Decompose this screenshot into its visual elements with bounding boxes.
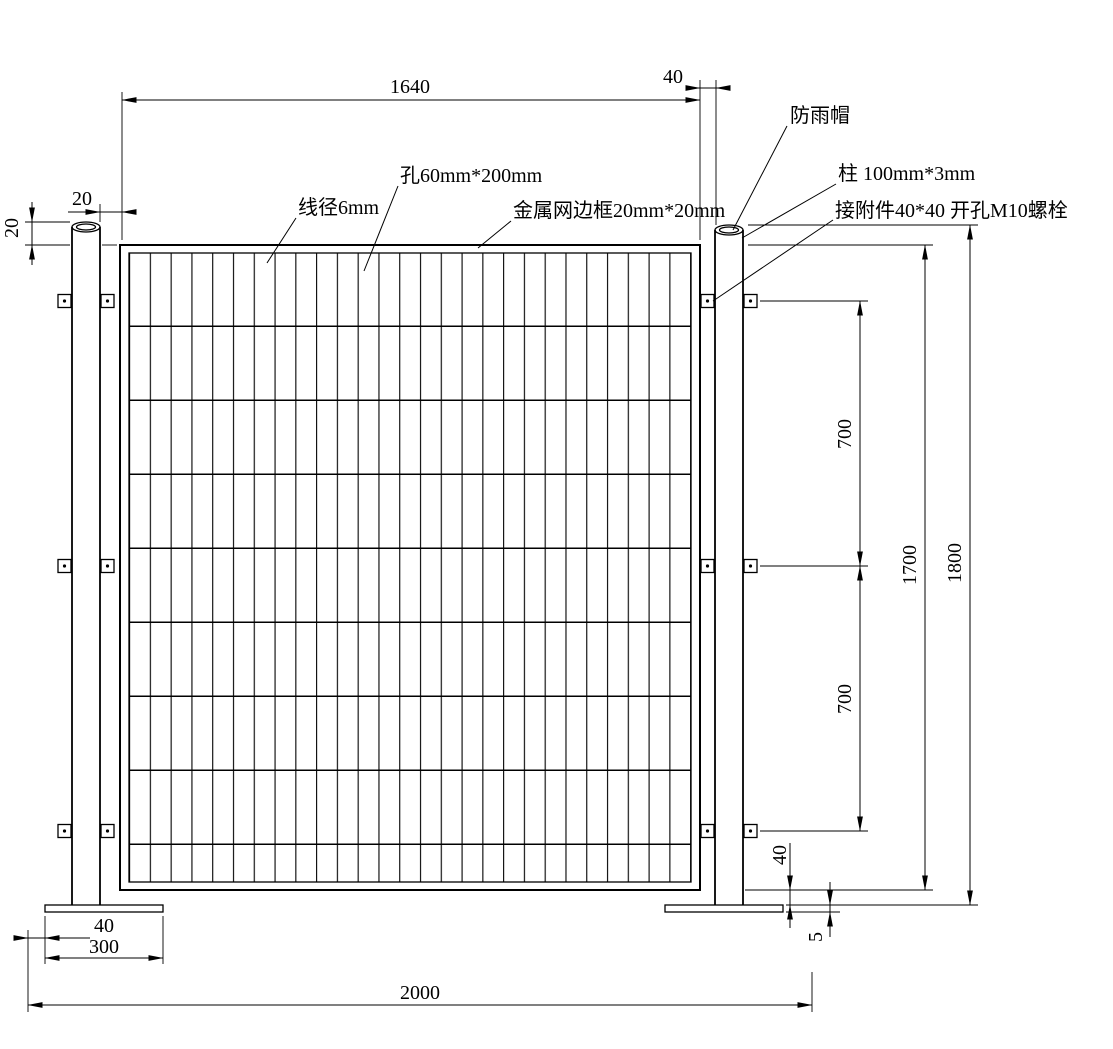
leader-mesh-frame (477, 220, 512, 249)
extension-lines (25, 80, 978, 1012)
leader-mesh-hole (363, 185, 399, 272)
leader-lines (266, 125, 837, 302)
dim-700-upper: 700 (834, 419, 856, 449)
left-post (44, 221, 164, 913)
leader-wire-diameter (266, 217, 297, 264)
dim-offset-40: 40 (94, 915, 114, 937)
label-post-spec: 柱 100mm*3mm (838, 162, 976, 185)
dim-clearance-40: 40 (769, 845, 791, 865)
dimension-lines (13, 85, 973, 1008)
rain-cap (714, 224, 744, 236)
mesh-outer-frame (119, 244, 701, 891)
dim-left-20: 20 (72, 188, 92, 210)
leader-rain-cap (732, 125, 788, 231)
label-wire-diameter: 线径6mm (298, 196, 380, 219)
label-mesh-frame: 金属网边框20mm*20mm (513, 199, 726, 222)
mesh-panel (119, 244, 701, 891)
dim-top-40: 40 (663, 66, 683, 88)
dim-2000: 2000 (400, 982, 440, 1004)
attachment-brackets (57, 293, 758, 839)
mesh-grid (129, 253, 691, 882)
dim-plate-5: 5 (805, 932, 827, 942)
dimension-texts: 1640 40 20 20 700 700 1700 1800 40 5 40 … (1, 66, 966, 1004)
label-mesh-hole: 孔60mm*200mm (400, 164, 543, 187)
dim-1640: 1640 (390, 76, 430, 98)
leader-attachment (712, 219, 834, 302)
right-post (664, 224, 784, 913)
label-rain-cap: 防雨帽 (790, 104, 850, 127)
left-base-plate (44, 904, 164, 913)
dim-1700: 1700 (899, 545, 921, 585)
dim-700-lower: 700 (834, 684, 856, 714)
left-post-cap (71, 221, 101, 233)
dim-300: 300 (89, 936, 119, 958)
right-base-plate (664, 904, 784, 913)
leader-post-spec (741, 183, 837, 239)
dim-1800: 1800 (944, 543, 966, 583)
label-attachment-spec: 接附件40*40 开孔M10螺栓 (835, 199, 1068, 222)
dim-cap-offset-20: 20 (1, 218, 23, 238)
callout-labels: 防雨帽 柱 100mm*3mm 接附件40*40 开孔M10螺栓 孔60mm*2… (298, 104, 1068, 222)
